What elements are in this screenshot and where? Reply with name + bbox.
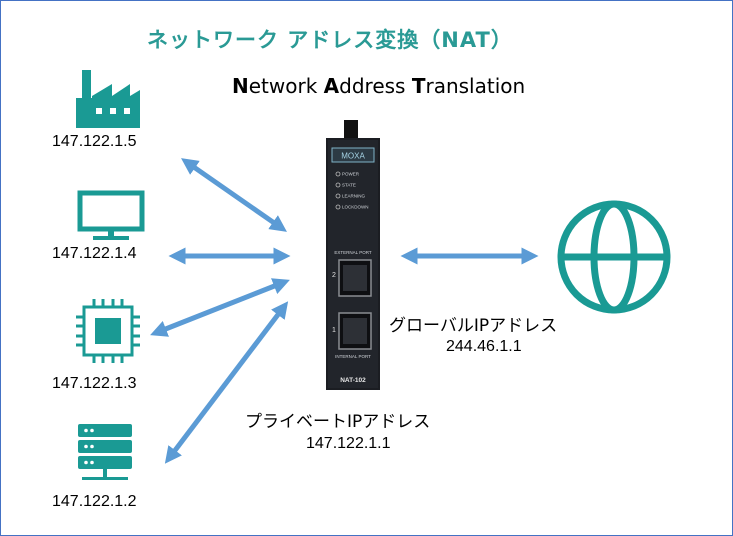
private-ip: 147.122.1.1 [306,435,391,452]
router-model: NAT-102 [340,377,366,384]
chip-icon [76,299,140,363]
global-ip-label: グローバルIPアドレス [389,316,558,336]
led-state: STATE [342,183,356,188]
arrow-device-4 [164,301,289,464]
globe-icon [557,200,671,314]
nat-router: MOXA POWER STATE LEARNING LOCKDOWN EXTER… [326,120,380,390]
port-2 [338,259,372,297]
arrow-device-1 [181,158,287,232]
device-ip-3: 147.122.1.3 [52,375,137,392]
port-1 [338,312,372,350]
port1-number: 1 [332,327,336,334]
diagram-title: ネットワーク アドレス変換（NAT） [147,28,513,52]
device-ip-1: 147.122.1.5 [52,133,137,150]
private-ip-label: プライベートIPアドレス [245,412,431,432]
server-icon [78,424,132,480]
diagram-subtitle: Network Address Translation [232,74,526,98]
connection-arrows [150,158,539,464]
device-ip-2: 147.122.1.4 [52,245,137,262]
arrow-device-3 [150,278,290,337]
router-brand: MOXA [341,152,365,161]
global-ip: 244.46.1.1 [446,338,522,355]
device-ip-4: 147.122.1.2 [52,493,137,510]
monitor-icon [77,190,145,240]
led-learning: LEARNING [342,194,366,199]
port2-number: 2 [332,272,336,279]
led-lockdown: LOCKDOWN [342,205,369,210]
external-port-label: EXTERNAL PORT [334,250,372,255]
internal-port-label: INTERNAL PORT [335,354,371,359]
led-power: POWER [342,172,360,177]
factory-icon [76,70,140,128]
